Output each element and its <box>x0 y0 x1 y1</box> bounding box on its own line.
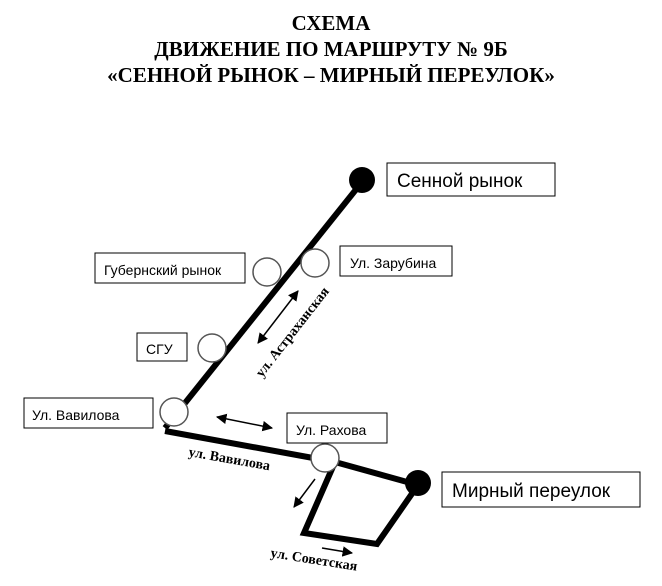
terminal-dot-mirny <box>405 470 431 496</box>
direction-arrow-astrakhanskaya <box>257 290 299 344</box>
route-line-to-mirny <box>334 459 419 488</box>
stop-label-vavilova: Ул. Вавилова <box>32 407 120 423</box>
stop-label-sgu: СГУ <box>146 341 173 357</box>
stop-circle-zarubina <box>300 248 330 278</box>
terminal-label-mirny: Мирный переулок <box>452 481 611 502</box>
stop-circle-vavilova <box>159 397 189 427</box>
stop-circle-sgu <box>197 333 227 363</box>
direction-arrow-down <box>293 478 316 508</box>
stop-label-gubernsky: Губернский рынок <box>104 262 222 278</box>
title-line-3: «СЕННОЙ РЫНОК – МИРНЫЙ ПЕРЕУЛОК» <box>107 63 555 87</box>
title-line-1: СХЕМА <box>291 11 371 35</box>
stop-label-zarubina: Ул. Зарубина <box>350 255 437 271</box>
stop-circle-gubernsky <box>252 257 282 287</box>
street-label-sovetskaya: ул. Советская <box>269 546 358 575</box>
route-line-vavilova <box>164 428 336 465</box>
title-line-2: ДВИЖЕНИЕ ПО МАРШРУТУ № 9Б <box>154 37 508 61</box>
direction-arrow-vavilova <box>215 413 274 432</box>
stop-label-rakhova: Ул. Рахова <box>296 422 366 438</box>
stop-circle-rakhova <box>310 443 340 473</box>
terminal-label-senny: Сенной рынок <box>397 171 523 192</box>
terminal-dot-senny <box>349 167 375 193</box>
route-line-astrakhanskaya <box>162 180 365 430</box>
route-loop-sovetskaya <box>299 460 421 548</box>
direction-arrow-sovetskaya <box>321 546 354 557</box>
